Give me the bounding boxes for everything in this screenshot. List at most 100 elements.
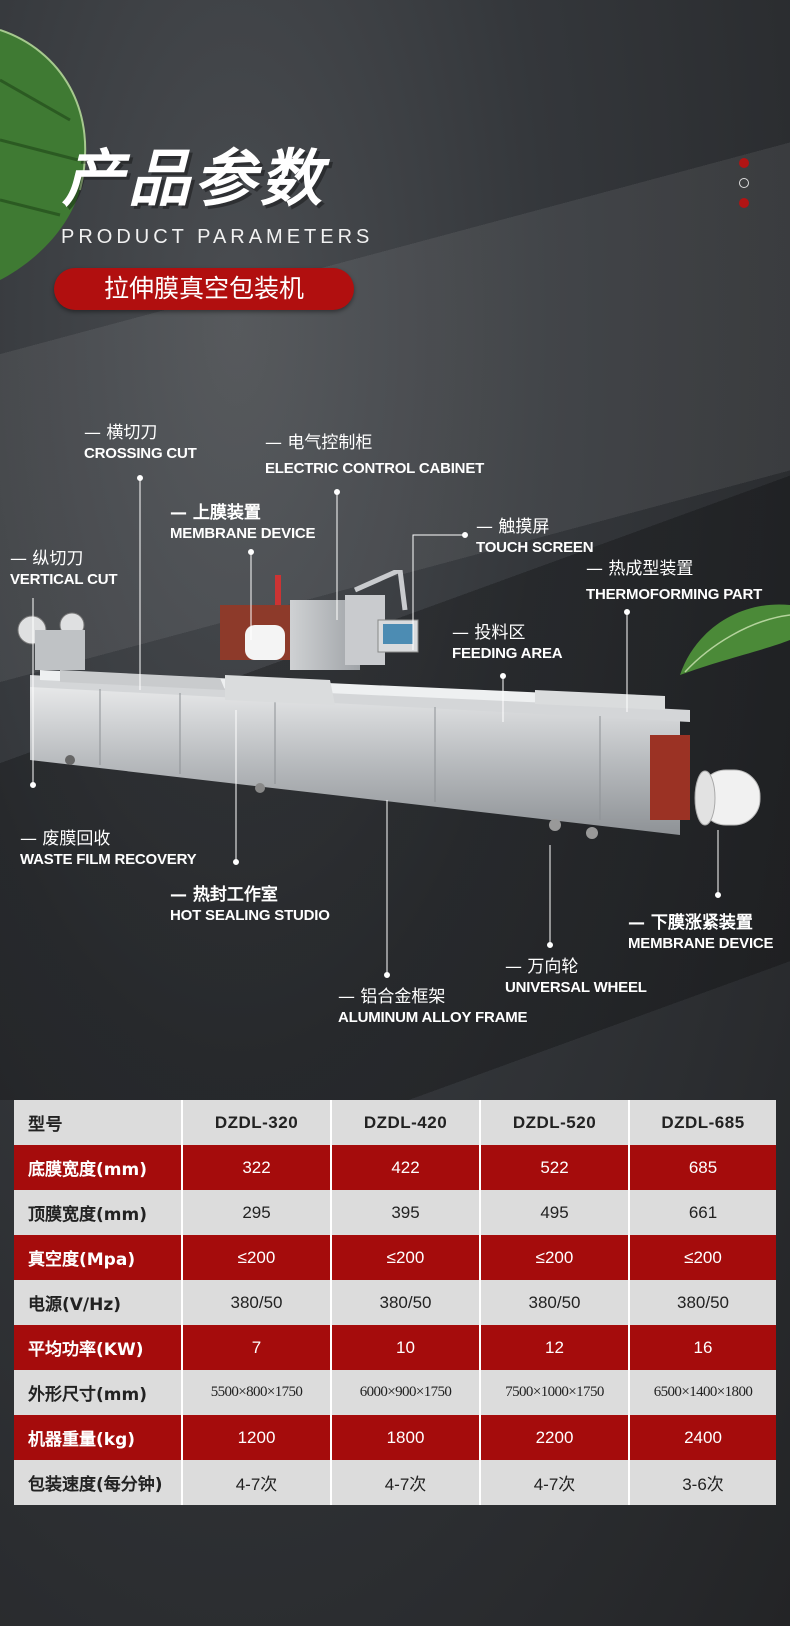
indicator-dot	[739, 198, 749, 208]
indicator-dot	[739, 158, 749, 168]
row-label: 机器重量(kg)	[14, 1415, 183, 1460]
callout-feeding-area: — 投料区 FEEDING AREA	[452, 622, 563, 664]
callout-aluminum-frame: — 铝合金框架 ALUMINUM ALLOY FRAME	[338, 986, 528, 1028]
callout-dash: —	[170, 503, 187, 523]
callout-en-label: TOUCH SCREEN	[476, 539, 594, 556]
callout-dash: —	[170, 885, 187, 905]
callout-dash: —	[476, 517, 493, 537]
table-cell: ≤200	[480, 1235, 630, 1280]
callout-en-label: ALUMINUM ALLOY FRAME	[338, 1009, 528, 1026]
page-title-cn: 产品参数	[62, 142, 327, 215]
table-header-row: 型号 DZDL-320 DZDL-420 DZDL-520 DZDL-685	[14, 1100, 776, 1145]
callout-dash: —	[452, 623, 469, 643]
callout-electric-cabinet: — 电气控制柜 ELECTRIC CONTROL CABINET	[265, 432, 484, 479]
callout-cn-label: 纵切刀	[32, 549, 84, 569]
table-header-cell: DZDL-685	[629, 1100, 776, 1145]
table-cell: 7	[182, 1325, 332, 1370]
table-cell: ≤200	[629, 1235, 776, 1280]
table-cell: 4-7次	[182, 1460, 332, 1505]
table-cell: 685	[629, 1145, 776, 1190]
table-header-cell: DZDL-320	[182, 1100, 332, 1145]
table-cell: 395	[331, 1190, 481, 1235]
spec-table: 型号 DZDL-320 DZDL-420 DZDL-520 DZDL-685 底…	[14, 1100, 776, 1505]
leaf-right-decoration	[680, 604, 790, 675]
leaf-top-left-decoration	[0, 29, 87, 280]
table-header-cell: DZDL-520	[480, 1100, 630, 1145]
callout-dash: —	[628, 913, 645, 933]
row-label: 底膜宽度(mm)	[14, 1145, 183, 1190]
callout-en-label: MEMBRANE DEVICE	[170, 525, 316, 542]
callout-membrane-device-top: — 上膜装置 MEMBRANE DEVICE	[170, 502, 316, 544]
table-row: 机器重量(kg) 1200 1800 2200 2400	[14, 1415, 776, 1460]
callout-en-label: UNIVERSAL WHEEL	[505, 979, 647, 996]
callout-waste-film: — 废膜回收 WASTE FILM RECOVERY	[20, 828, 197, 870]
table-cell: 4-7次	[480, 1460, 630, 1505]
table-cell: 3-6次	[629, 1460, 776, 1505]
table-cell: ≤200	[182, 1235, 332, 1280]
callout-cn-label: 热成型装置	[608, 559, 694, 579]
callout-en-label: CROSSING CUT	[84, 445, 197, 462]
callout-en-label: THERMOFORMING PART	[586, 586, 763, 603]
table-cell: 4-7次	[331, 1460, 481, 1505]
table-cell: 10	[331, 1325, 481, 1370]
callout-dash: —	[20, 829, 37, 849]
table-cell: 495	[480, 1190, 630, 1235]
table-cell: 16	[629, 1325, 776, 1370]
callout-dash: —	[84, 423, 101, 443]
table-cell: 380/50	[480, 1280, 630, 1325]
table-cell: 6500×1400×1800	[629, 1370, 776, 1415]
table-header-cell: DZDL-420	[331, 1100, 481, 1145]
table-row: 包装速度(每分钟) 4-7次 4-7次 4-7次 3-6次	[14, 1460, 776, 1505]
row-label: 包装速度(每分钟)	[14, 1460, 183, 1505]
callout-universal-wheel: — 万向轮 UNIVERSAL WHEEL	[505, 956, 647, 998]
indicator-dot-active	[739, 178, 749, 188]
callout-cn-label: 触摸屏	[498, 517, 550, 537]
callout-dash: —	[505, 957, 522, 977]
callout-dash: —	[586, 559, 603, 579]
callout-cn-label: 热封工作室	[192, 885, 278, 905]
callout-crossing-cut: — 横切刀 CROSSING CUT	[84, 422, 197, 464]
table-cell: 1200	[182, 1415, 332, 1460]
callout-en-label: HOT SEALING STUDIO	[170, 907, 330, 924]
callout-en-label: MEMBRANE DEVICE	[628, 935, 774, 952]
callout-cn-label: 电气控制柜	[287, 433, 373, 453]
table-cell: 1800	[331, 1415, 481, 1460]
row-label: 顶膜宽度(mm)	[14, 1190, 183, 1235]
table-cell: 6000×900×1750	[331, 1370, 481, 1415]
callout-cn-label: 投料区	[474, 623, 526, 643]
callout-dash: —	[10, 549, 27, 569]
table-row: 真空度(Mpa) ≤200 ≤200 ≤200 ≤200	[14, 1235, 776, 1280]
callout-en-label: ELECTRIC CONTROL CABINET	[265, 460, 485, 477]
table-cell: 322	[182, 1145, 332, 1190]
callout-vertical-cut: — 纵切刀 VERTICAL CUT	[10, 548, 118, 590]
table-cell: 380/50	[182, 1280, 332, 1325]
callout-en-label: VERTICAL CUT	[10, 571, 118, 588]
table-cell: 2200	[480, 1415, 630, 1460]
page-indicator-dots	[739, 158, 749, 218]
table-cell: 12	[480, 1325, 630, 1370]
table-row: 平均功率(KW) 7 10 12 16	[14, 1325, 776, 1370]
row-label: 平均功率(KW)	[14, 1325, 183, 1370]
table-header-cell: 型号	[14, 1100, 183, 1145]
row-label: 真空度(Mpa)	[14, 1235, 183, 1280]
table-row: 外形尺寸(mm) 5500×800×1750 6000×900×1750 750…	[14, 1370, 776, 1415]
product-name-badge: 拉伸膜真空包装机	[54, 268, 354, 310]
table-cell: 422	[331, 1145, 481, 1190]
callout-dash: —	[338, 987, 355, 1007]
table-cell: 380/50	[629, 1280, 776, 1325]
table-cell: ≤200	[331, 1235, 481, 1280]
table-cell: 522	[480, 1145, 630, 1190]
table-row: 顶膜宽度(mm) 295 395 495 661	[14, 1190, 776, 1235]
callout-touch-screen: — 触摸屏 TOUCH SCREEN	[476, 516, 594, 558]
callout-en-label: WASTE FILM RECOVERY	[20, 851, 197, 868]
table-cell: 380/50	[331, 1280, 481, 1325]
table-cell: 295	[182, 1190, 332, 1235]
table-cell: 661	[629, 1190, 776, 1235]
callout-thermoforming: — 热成型装置 THERMOFORMING PART	[586, 558, 762, 605]
row-label: 电源(V/Hz)	[14, 1280, 183, 1325]
table-cell: 7500×1000×1750	[480, 1370, 630, 1415]
table-cell: 2400	[629, 1415, 776, 1460]
callout-cn-label: 下膜涨紧装置	[650, 913, 753, 933]
callout-cn-label: 废膜回收	[42, 829, 111, 849]
callout-membrane-device-bottom: — 下膜涨紧装置 MEMBRANE DEVICE	[628, 912, 774, 954]
